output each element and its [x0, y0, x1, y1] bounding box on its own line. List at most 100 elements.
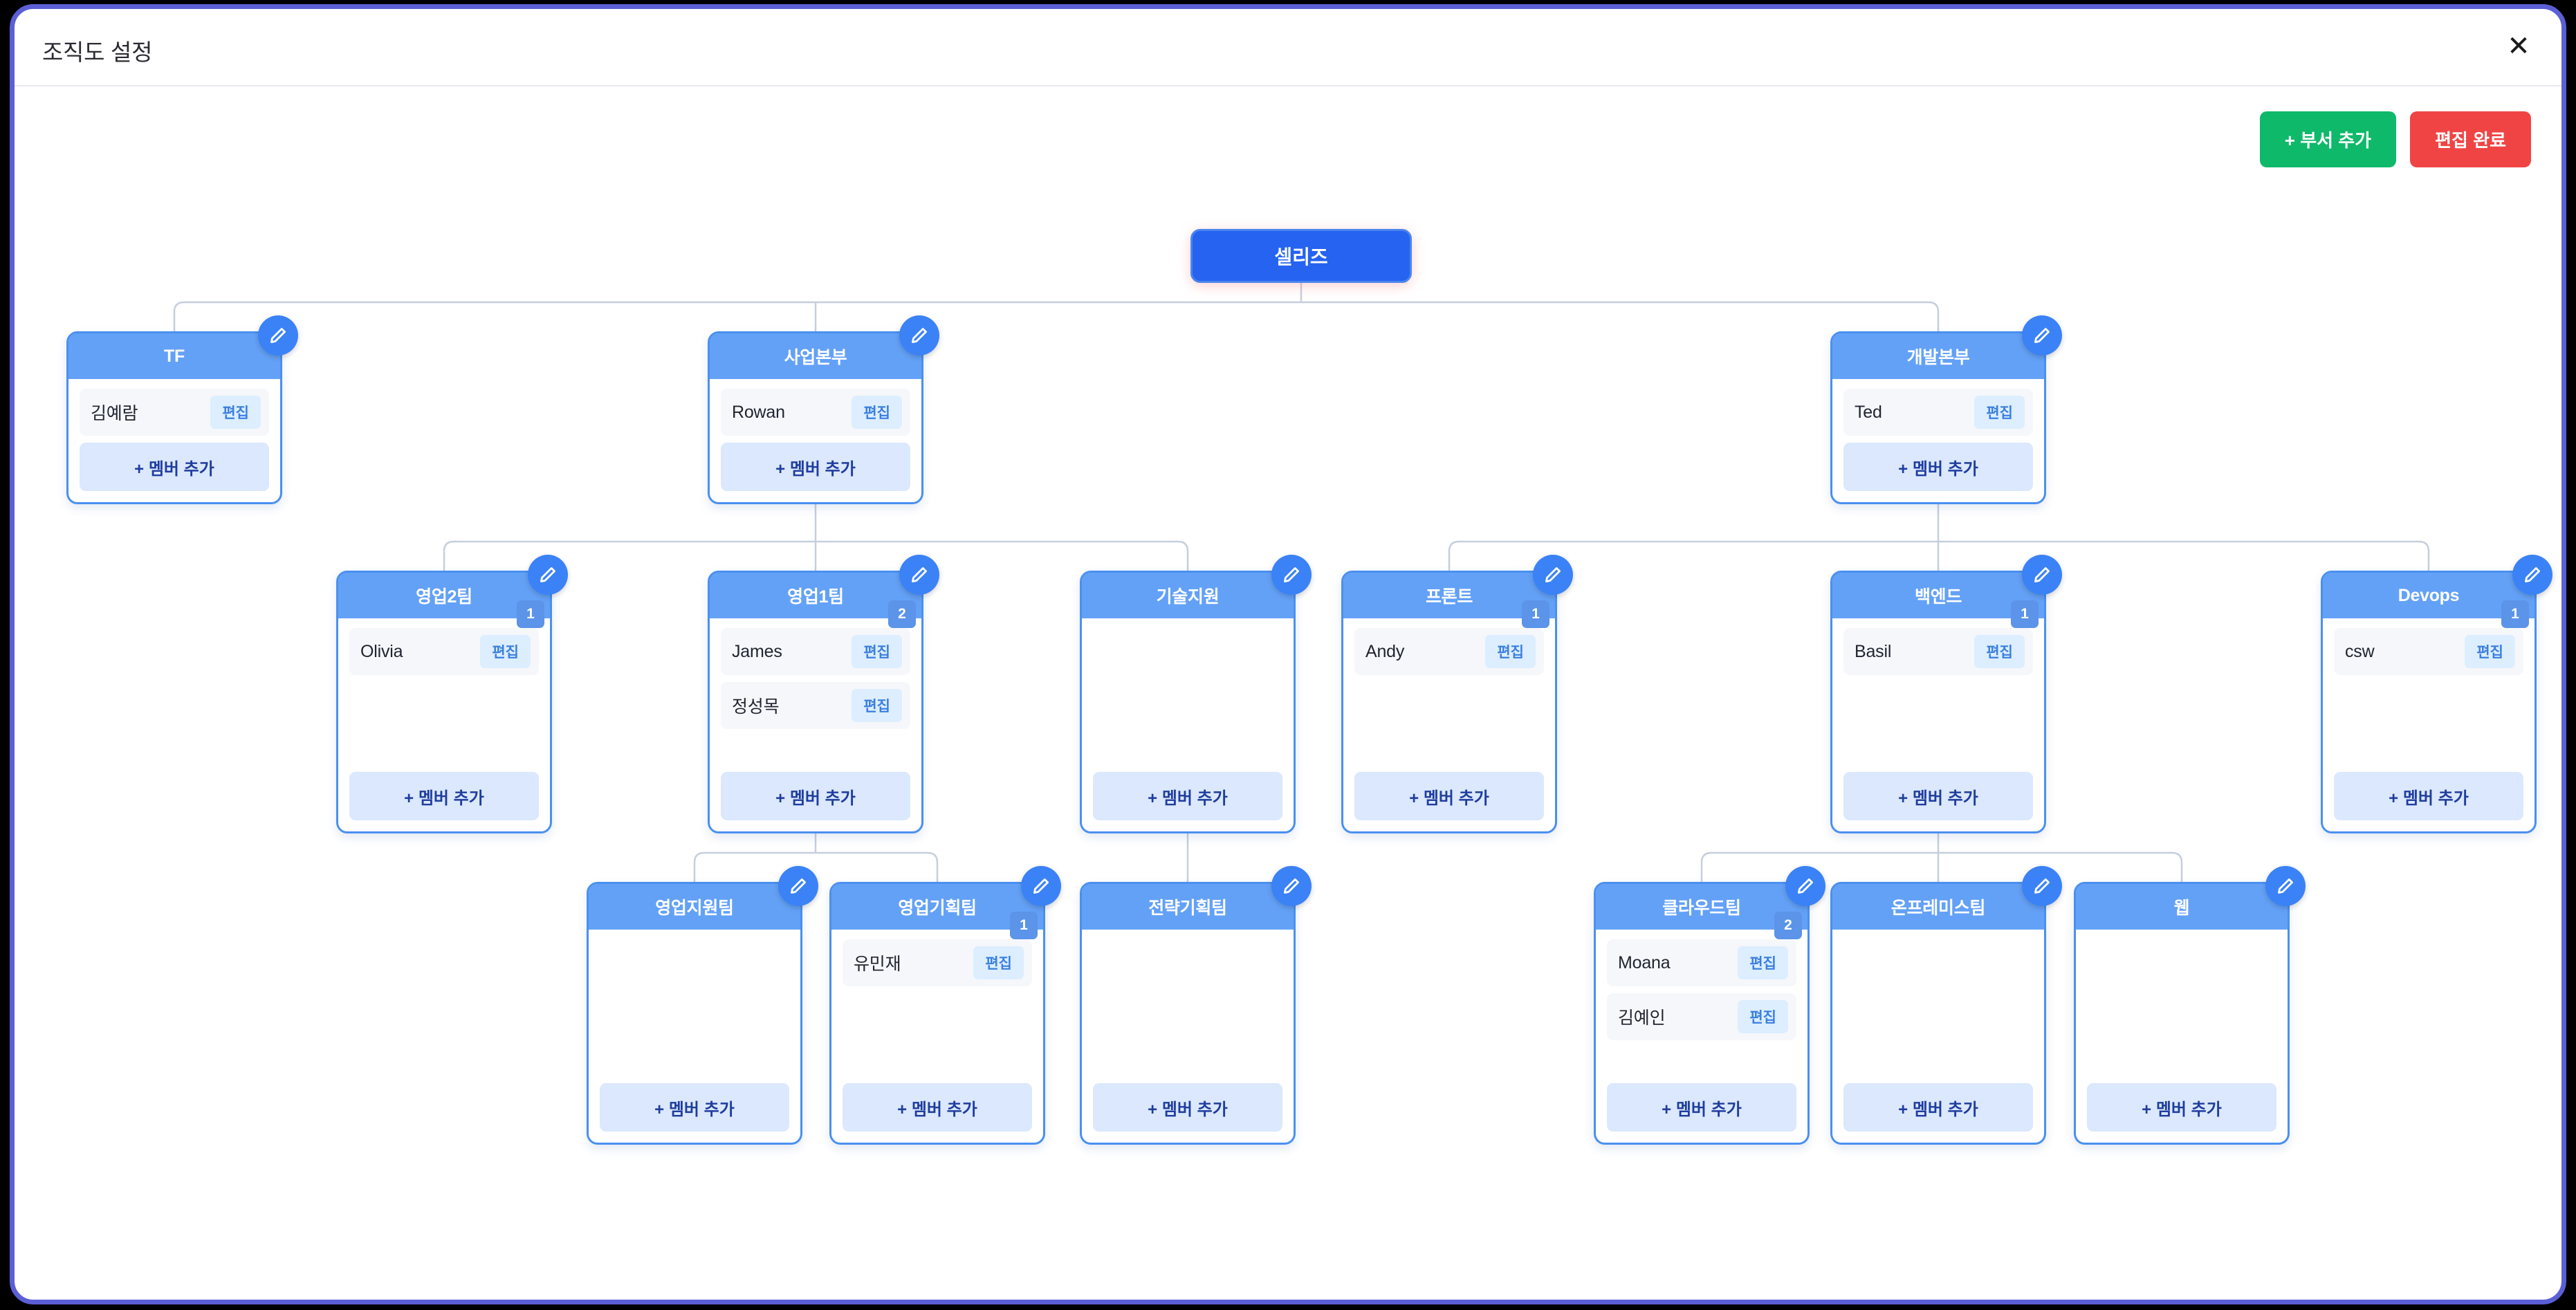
member-row: James 편집 — [721, 628, 910, 675]
department-name: 영업1팀 — [787, 587, 844, 607]
pencil-icon[interactable] — [528, 555, 568, 595]
edit-member-button[interactable]: 편집 — [852, 396, 902, 429]
member-name: Andy — [1365, 641, 1405, 661]
add-member-button[interactable]: + 멤버 추가 — [1843, 772, 2033, 820]
card-spacer — [721, 736, 910, 772]
add-member-button[interactable]: + 멤버 추가 — [1354, 772, 1544, 820]
member-name: 정성목 — [732, 697, 780, 717]
edit-member-button[interactable]: 편집 — [1738, 1000, 1788, 1033]
department-name: 개발본부 — [1906, 348, 1970, 367]
department-card-header[interactable]: 온프레미스팀 — [1832, 866, 2062, 930]
add-member-button[interactable]: + 멤버 추가 — [2087, 1083, 2276, 1132]
connector-line — [1700, 851, 2183, 882]
add-member-button[interactable]: + 멤버 추가 — [2334, 772, 2523, 820]
edit-member-button[interactable]: 편집 — [1974, 396, 2025, 429]
department-name: 기술지원 — [1156, 587, 1220, 607]
edit-member-button[interactable]: 편집 — [973, 946, 1024, 979]
add-member-button[interactable]: + 멤버 추가 — [1843, 1083, 2033, 1132]
add-member-button[interactable]: + 멤버 추가 — [600, 1083, 789, 1132]
member-row: Basil 편집 — [1843, 628, 2033, 675]
action-toolbar: + 부서 추가 편집 완료 — [2259, 111, 2531, 167]
card-spacer — [843, 993, 1032, 1083]
edit-member-button[interactable]: 편집 — [1738, 946, 1788, 979]
add-member-button[interactable]: + 멤버 추가 — [1093, 1083, 1282, 1132]
department-card-header[interactable]: 개발본부 — [1832, 315, 2062, 379]
add-member-button[interactable]: + 멤버 추가 — [1093, 772, 1282, 820]
member-count-badge: 1 — [2501, 600, 2529, 628]
page-title: 조직도 설정 — [42, 39, 153, 65]
edit-member-button[interactable]: 편집 — [1974, 635, 2025, 668]
pencil-icon[interactable] — [258, 315, 298, 356]
pencil-icon[interactable] — [899, 315, 939, 356]
add-member-button[interactable]: + 멤버 추가 — [843, 1083, 1032, 1132]
department-card-header[interactable]: 사업본부 — [710, 315, 939, 379]
add-member-button[interactable]: + 멤버 추가 — [721, 443, 910, 491]
department-card-header[interactable]: 백엔드 1 — [1832, 555, 2062, 628]
pencil-icon[interactable] — [1021, 866, 1061, 906]
department-card: 기술지원 + 멤버 추가 — [1080, 555, 1312, 833]
department-card-body: + 멤버 추가 — [589, 930, 800, 1143]
edit-member-button[interactable]: 편집 — [852, 689, 902, 722]
pencil-icon[interactable] — [1785, 866, 1825, 906]
department-name: 전략기획팀 — [1148, 898, 1227, 918]
edit-member-button[interactable]: 편집 — [480, 635, 531, 668]
member-name: Basil — [1855, 641, 1892, 661]
department-card-body: + 멤버 추가 — [1832, 930, 2044, 1143]
member-count-badge: 1 — [2011, 600, 2039, 628]
pencil-icon[interactable] — [2022, 555, 2062, 595]
org-root-node[interactable]: 셀리즈 — [1190, 229, 1412, 283]
member-name: Ted — [1855, 402, 1882, 422]
add-member-button[interactable]: + 멤버 추가 — [1843, 443, 2033, 491]
pencil-icon[interactable] — [1271, 866, 1312, 906]
pencil-icon[interactable] — [1271, 555, 1312, 595]
department-card-header[interactable]: TF — [68, 315, 298, 379]
member-name: Moana — [1618, 952, 1671, 972]
department-card-header[interactable]: 영업지원팀 — [589, 866, 818, 930]
department-card: 온프레미스팀 + 멤버 추가 — [1830, 866, 2062, 1145]
department-card-body: + 멤버 추가 — [1082, 930, 1294, 1143]
department-card-header[interactable]: 전략기획팀 — [1082, 866, 1312, 930]
department-name: 백엔드 — [1914, 587, 1962, 607]
pencil-icon[interactable] — [2265, 866, 2306, 906]
add-member-button[interactable]: + 멤버 추가 — [80, 443, 269, 491]
pencil-icon[interactable] — [2022, 866, 2062, 906]
department-card-body: Andy 편집 + 멤버 추가 — [1343, 618, 1555, 831]
add-member-button[interactable]: + 멤버 추가 — [349, 772, 539, 820]
department-name: TF — [164, 346, 185, 366]
edit-member-button[interactable]: 편집 — [210, 396, 261, 429]
add-member-button[interactable]: + 멤버 추가 — [1607, 1083, 1796, 1132]
card-spacer — [1843, 939, 2033, 1083]
add-member-button[interactable]: + 멤버 추가 — [721, 772, 910, 820]
edit-member-button[interactable]: 편집 — [2465, 635, 2515, 668]
pencil-icon[interactable] — [899, 555, 939, 595]
close-icon[interactable]: ✕ — [2507, 31, 2530, 62]
pencil-icon[interactable] — [1533, 555, 1573, 595]
department-card-header[interactable]: 기술지원 — [1082, 555, 1312, 618]
department-card: 개발본부 Ted 편집 + 멤버 추가 — [1830, 315, 2062, 504]
pencil-icon[interactable] — [2512, 555, 2552, 595]
add-department-button[interactable]: + 부서 추가 — [2259, 111, 2397, 167]
member-count-badge: 1 — [517, 600, 544, 628]
pencil-icon[interactable] — [2022, 315, 2062, 356]
edit-member-button[interactable]: 편집 — [1485, 635, 1536, 668]
finish-edit-button[interactable]: 편집 완료 — [2410, 111, 2531, 167]
edit-member-button[interactable]: 편집 — [852, 635, 902, 668]
pencil-icon[interactable] — [778, 866, 818, 906]
department-card-header[interactable]: 웹 — [2076, 866, 2306, 930]
card-spacer — [2087, 939, 2276, 1083]
member-name: James — [732, 641, 782, 661]
card-spacer — [1354, 682, 1544, 772]
department-name: 영업지원팀 — [655, 898, 734, 918]
